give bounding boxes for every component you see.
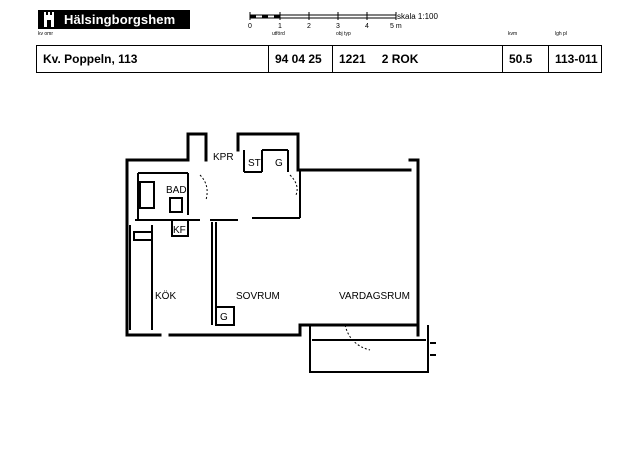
outer-wall-left <box>125 132 190 337</box>
area-cell: 50.5 <box>503 46 549 72</box>
info-table: Kv. Poppeln, 113 94 04 25 1221 2 ROK 50.… <box>36 45 602 73</box>
scale-tick: 0 <box>248 23 252 30</box>
property-name: Kv. Poppeln, 113 <box>37 46 269 72</box>
room-label-vardagsrum: VARDAGSRUM <box>339 291 410 302</box>
room-label-kpr: KPR <box>213 152 234 163</box>
room-label-kok: KÖK <box>155 290 176 302</box>
date-cell: 94 04 25 <box>269 46 333 72</box>
logo-name: Hälsingborgshem <box>64 12 176 27</box>
scale-tick: 2 <box>307 23 311 30</box>
scale-tick: 5 m <box>390 23 402 30</box>
type-code: 1221 <box>339 52 366 66</box>
kvm-label: kvm <box>508 31 518 37</box>
room-label-sovrum: SOVRUM <box>236 291 280 302</box>
scale-tick: 4 <box>365 23 369 30</box>
room-label-bad: BAD <box>166 185 187 196</box>
room-count: 2 ROK <box>381 52 419 66</box>
apartment-number: 113-011 <box>555 52 598 66</box>
castle-logo-icon <box>38 10 60 29</box>
scale-label: skala 1:100 <box>397 12 438 21</box>
utford-label: utförd <box>272 31 285 37</box>
room-label-st: ST <box>248 158 261 169</box>
room-label-g-bottom: G <box>220 312 228 323</box>
scale-bar: 0 1 2 3 4 5 m <box>248 12 402 30</box>
scale-tick: 1 <box>278 23 282 30</box>
type-cell: 1221 2 ROK <box>333 46 503 72</box>
hälsingborgshem-logo: Hälsingborgshem <box>38 10 190 29</box>
kv-omr-label: kv omr <box>38 31 53 37</box>
lgh-pl-label: lgh pl <box>555 31 567 37</box>
room-label-g-top: G <box>275 158 283 169</box>
scale-tick: 3 <box>336 23 340 30</box>
obj-typ-label: obj typ <box>336 31 351 37</box>
room-label-kf: KF <box>173 225 186 236</box>
